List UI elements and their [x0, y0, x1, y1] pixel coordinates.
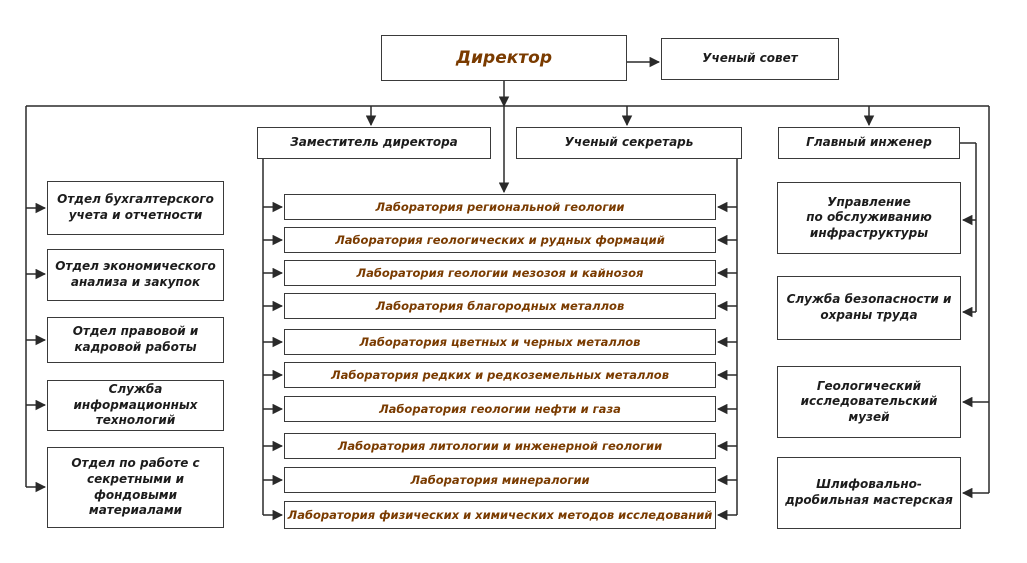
lab-nonferrous-ferrous: Лаборатория цветных и черных металлов: [284, 329, 716, 355]
lab-label: Лаборатория геологии мезозоя и кайнозоя: [356, 265, 644, 280]
left-unit-it: Служба информационных технологий: [47, 380, 224, 431]
scientific-secretary-label: Ученый секретарь: [564, 135, 694, 150]
left-unit-legal-hr: Отдел правовой и кадровой работы: [47, 317, 224, 363]
chief-engineer-label: Главный инженер: [806, 135, 932, 150]
right-unit-label: Шлифовально- дробильная мастерская: [785, 477, 953, 507]
right-unit-infrastructure: Управление по обслуживанию инфраструктур…: [777, 182, 961, 254]
left-unit-label: Отдел экономического анализа и закупок: [55, 259, 216, 289]
right-unit-grinding-workshop: Шлифовально- дробильная мастерская: [777, 457, 961, 529]
lab-label: Лаборатория благородных металлов: [375, 298, 625, 313]
right-unit-security: Служба безопасности и охраны труда: [777, 276, 961, 340]
scientific-secretary-box: Ученый секретарь: [516, 127, 742, 159]
lab-mineralogy: Лаборатория минералогии: [284, 467, 716, 493]
lab-rare-earth: Лаборатория редких и редкоземельных мета…: [284, 362, 716, 388]
left-unit-label: Отдел по работе с секретными и фондовыми…: [71, 456, 200, 518]
lab-label: Лаборатория региональной геологии: [375, 199, 625, 214]
right-unit-label: Служба безопасности и охраны труда: [786, 292, 952, 322]
lab-label: Лаборатория геологических и рудных форма…: [335, 232, 665, 247]
deputy-director-label: Заместитель директора: [290, 135, 458, 150]
lab-precious-metals: Лаборатория благородных металлов: [284, 293, 716, 319]
deputy-director-box: Заместитель директора: [257, 127, 491, 159]
left-unit-label: Служба информационных технологий: [73, 382, 198, 428]
lab-label: Лаборатория физических и химических мето…: [287, 507, 713, 522]
left-unit-label: Отдел бухгалтерского учета и отчетности: [57, 192, 214, 222]
academic-council-box: Ученый совет: [661, 38, 839, 80]
lab-ore-formations: Лаборатория геологических и рудных форма…: [284, 227, 716, 253]
chief-engineer-box: Главный инженер: [778, 127, 960, 159]
lab-mesozoic-cenozoic: Лаборатория геологии мезозоя и кайнозоя: [284, 260, 716, 286]
academic-council-label: Ученый совет: [702, 51, 798, 66]
left-unit-secret-materials: Отдел по работе с секретными и фондовыми…: [47, 447, 224, 528]
lab-label: Лаборатория минералогии: [410, 472, 590, 487]
right-unit-label: Геологический исследовательский музей: [800, 378, 938, 424]
left-unit-economics: Отдел экономического анализа и закупок: [47, 249, 224, 301]
left-unit-label: Отдел правовой и кадровой работы: [72, 324, 199, 354]
lab-label: Лаборатория цветных и черных металлов: [359, 334, 641, 349]
lab-label: Лаборатория литологии и инженерной геоло…: [337, 438, 663, 453]
left-unit-accounting: Отдел бухгалтерского учета и отчетности: [47, 181, 224, 235]
lab-label: Лаборатория геологии нефти и газа: [379, 401, 621, 416]
lab-lithology: Лаборатория литологии и инженерной геоло…: [284, 433, 716, 459]
lab-label: Лаборатория редких и редкоземельных мета…: [331, 367, 669, 382]
lab-oil-gas: Лаборатория геологии нефти и газа: [284, 396, 716, 422]
lab-regional-geology: Лаборатория региональной геологии: [284, 194, 716, 220]
right-unit-label: Управление по обслуживанию инфраструктур…: [806, 194, 932, 240]
right-unit-museum: Геологический исследовательский музей: [777, 366, 961, 438]
lab-physical-chemical-methods: Лаборатория физических и химических мето…: [284, 501, 716, 529]
director-label: Директор: [456, 47, 552, 68]
director-box: Директор: [381, 35, 627, 81]
